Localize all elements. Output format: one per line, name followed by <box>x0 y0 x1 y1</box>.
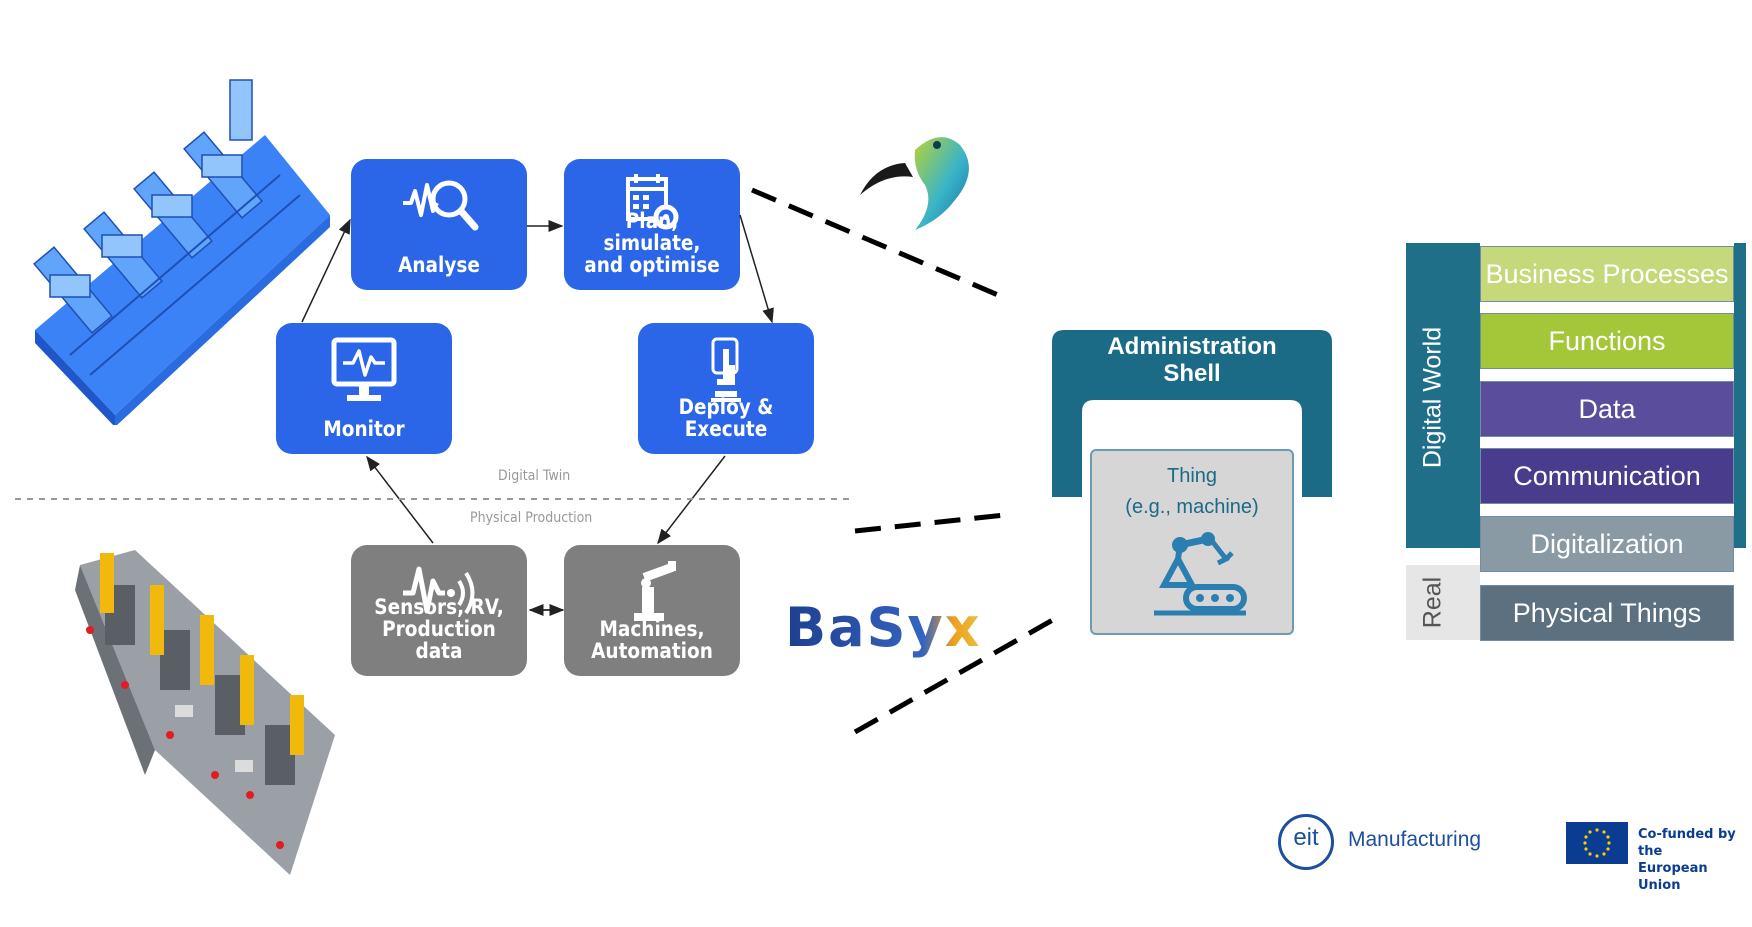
robot-conveyor-icon <box>1154 532 1247 616</box>
real-band <box>1406 565 1480 640</box>
basyx-logo: BaSyx <box>785 596 982 659</box>
eu-stars-icon <box>1583 828 1611 858</box>
layer-physical-things: Physical Things <box>1480 585 1734 641</box>
physical-production-label: Physical Production <box>470 510 593 526</box>
thing-card: Thing (e.g., machine) <box>1090 449 1294 635</box>
digital-world-band <box>1406 243 1480 548</box>
calendar-gear-icon <box>626 174 679 230</box>
plan-box: Plan, simulate, and optimise <box>564 159 740 290</box>
layer-business-processes: Business Processes <box>1480 246 1734 302</box>
eit-manufacturing-label: Manufacturing <box>1348 828 1482 851</box>
deploy-label: Deploy & Execute <box>678 395 774 441</box>
sensors-label: Sensors, RV, Production data <box>374 595 504 663</box>
robot-arm-icon <box>634 561 676 621</box>
analyse-box: Analyse <box>351 159 527 290</box>
eit-manufacturing-logo: eit Manufacturing <box>1278 812 1518 874</box>
layer-communication: Communication <box>1480 448 1734 504</box>
deploy-box: Deploy & Execute <box>638 323 814 454</box>
machines-label: Machines, Automation <box>591 617 713 663</box>
analyse-label: Analyse <box>398 253 480 277</box>
analyse-search-icon <box>403 180 479 231</box>
sensors-box: Sensors, RV, Production data <box>351 545 527 676</box>
real-label: Real <box>1418 576 1447 629</box>
hand-press-icon <box>711 337 741 402</box>
digital-world-band-right <box>1734 243 1746 548</box>
digital-world-label: Digital World <box>1418 326 1447 469</box>
administration-shell-frame <box>1052 330 1332 497</box>
digital-factory-illustration <box>33 79 330 425</box>
layer-data: Data <box>1480 381 1734 437</box>
machines-box: Machines, Automation <box>564 545 740 676</box>
plan-label: Plan, simulate, and optimise <box>584 209 720 277</box>
eu-cofunded-label: Co-funded by the European Union <box>1638 827 1736 893</box>
bird-logo <box>860 137 969 230</box>
thing-label: Thing (e.g., machine) <box>1125 465 1259 518</box>
physical-factory-illustration <box>75 550 335 875</box>
eit-mark: eit <box>1293 824 1319 851</box>
administration-shell-title: Administration Shell <box>1107 333 1277 387</box>
monitor-box: Monitor <box>276 323 452 454</box>
sensor-signal-icon <box>403 566 475 615</box>
layer-digitalization: Digitalization <box>1480 516 1734 572</box>
eu-flag-icon <box>1566 822 1628 864</box>
layer-functions: Functions <box>1480 313 1734 369</box>
eit-circle-icon <box>1278 814 1334 870</box>
digital-twin-label: Digital Twin <box>498 468 571 484</box>
monitor-icon <box>331 337 397 401</box>
monitor-label: Monitor <box>323 417 405 441</box>
